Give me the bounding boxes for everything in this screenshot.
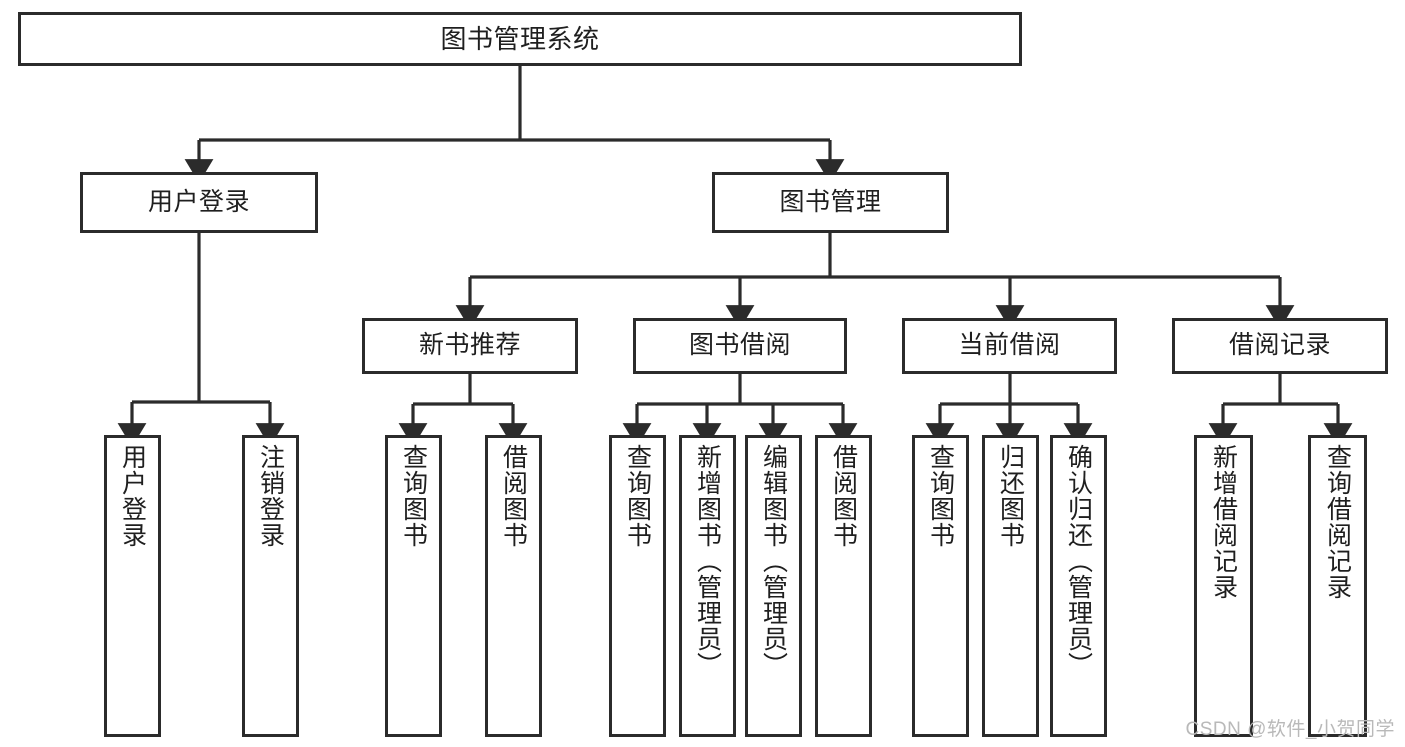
node-new-book-recommend[interactable]: 新书推荐 [362, 318, 578, 374]
leaf-confirm-return-admin-label: 确认归还（管理员） [1064, 444, 1093, 678]
leaf-borrow-book-1[interactable]: 借阅图书 [485, 435, 542, 737]
node-current-borrow[interactable]: 当前借阅 [902, 318, 1117, 374]
leaf-return-book-label: 归还图书 [996, 444, 1025, 548]
leaf-edit-book-admin-label: 编辑图书（管理员） [759, 444, 788, 678]
leaf-user-login[interactable]: 用户登录 [104, 435, 161, 737]
leaf-query-book-3[interactable]: 查询图书 [912, 435, 969, 737]
node-borrow-record-label: 借阅记录 [1228, 331, 1331, 360]
node-user-login-label: 用户登录 [147, 187, 250, 216]
leaf-add-borrow-record[interactable]: 新增借阅记录 [1194, 435, 1253, 737]
leaf-return-book[interactable]: 归还图书 [982, 435, 1039, 737]
leaf-query-borrow-record-label: 查询借阅记录 [1323, 444, 1352, 600]
leaf-logout[interactable]: 注销登录 [242, 435, 299, 737]
node-book-borrow[interactable]: 图书借阅 [633, 318, 847, 374]
node-new-book-recommend-label: 新书推荐 [418, 331, 521, 360]
leaf-add-book-admin-label: 新增图书（管理员） [693, 444, 722, 678]
node-root[interactable]: 图书管理系统 [18, 12, 1022, 66]
leaf-borrow-book-1-label: 借阅图书 [499, 444, 528, 548]
leaf-edit-book-admin[interactable]: 编辑图书（管理员） [745, 435, 802, 737]
node-book-borrow-label: 图书借阅 [688, 331, 791, 360]
csdn-watermark: CSDN @软件_小贺同学 [1185, 719, 1395, 740]
leaf-confirm-return-admin[interactable]: 确认归还（管理员） [1050, 435, 1107, 737]
node-current-borrow-label: 当前借阅 [958, 331, 1061, 360]
node-book-management[interactable]: 图书管理 [712, 172, 949, 233]
node-book-management-label: 图书管理 [779, 187, 882, 216]
leaf-add-borrow-record-label: 新增借阅记录 [1209, 444, 1238, 600]
leaf-query-book-2[interactable]: 查询图书 [609, 435, 666, 737]
leaf-logout-label: 注销登录 [256, 444, 285, 548]
leaf-query-book-2-label: 查询图书 [623, 444, 652, 548]
node-borrow-record[interactable]: 借阅记录 [1172, 318, 1388, 374]
leaf-user-login-label: 用户登录 [118, 444, 147, 548]
leaf-query-book-1[interactable]: 查询图书 [385, 435, 442, 737]
node-user-login[interactable]: 用户登录 [80, 172, 318, 233]
leaf-query-book-1-label: 查询图书 [399, 444, 428, 548]
leaf-borrow-book-2-label: 借阅图书 [829, 444, 858, 548]
leaf-add-book-admin[interactable]: 新增图书（管理员） [679, 435, 736, 737]
leaf-query-borrow-record[interactable]: 查询借阅记录 [1308, 435, 1367, 737]
leaf-query-book-3-label: 查询图书 [926, 444, 955, 548]
leaf-borrow-book-2[interactable]: 借阅图书 [815, 435, 872, 737]
node-root-label: 图书管理系统 [440, 23, 600, 54]
